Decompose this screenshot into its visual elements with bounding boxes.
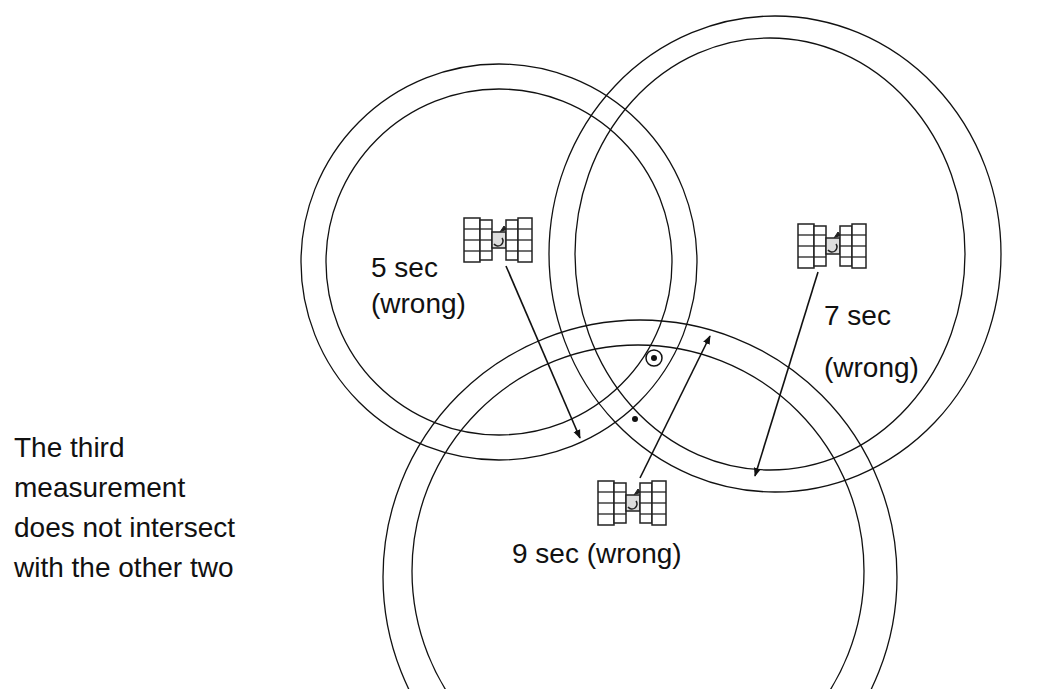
time-label: 7 sec (wrong) [824,290,936,394]
range-arrow [640,336,710,478]
range-circle [301,64,697,460]
note-text: The third measurement does not intersect… [14,428,250,588]
position-marker [646,350,662,366]
position-dot [651,355,657,361]
time-label: 9 sec (wrong) [512,536,682,572]
satellite-icon [598,481,666,525]
range-circle [326,89,672,435]
satellite-icon [798,224,866,268]
position-dot [632,416,638,422]
time-label: 5 sec (wrong) [371,250,483,322]
satellite-icon [464,218,532,262]
range-arrow [506,266,580,438]
range-circle [383,320,897,689]
range-arrow [755,272,818,476]
range-circle [549,16,1001,492]
range-circle [412,345,864,689]
range-circle [575,38,965,470]
